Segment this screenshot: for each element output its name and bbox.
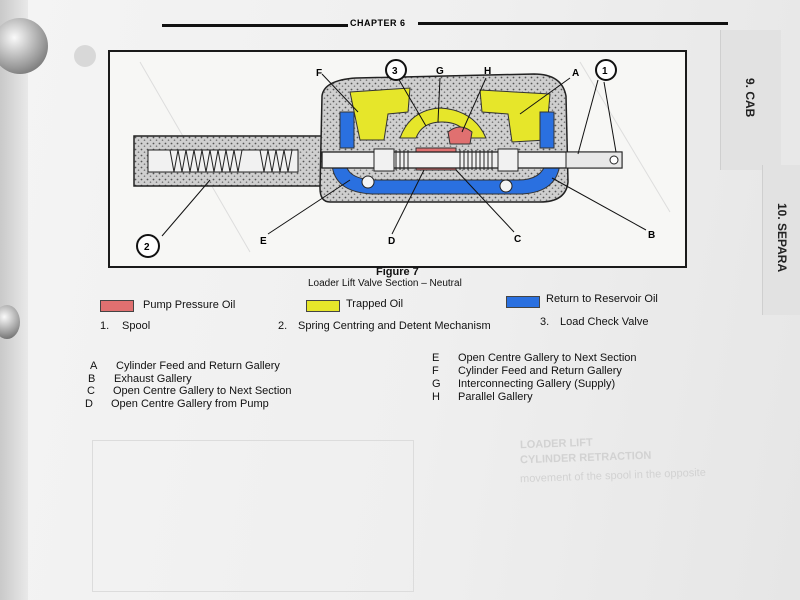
label-h: H xyxy=(484,66,491,77)
svg-text:3: 3 xyxy=(392,66,398,77)
index-tab-cab[interactable]: 9. CAB xyxy=(720,30,781,170)
label-d: D xyxy=(388,236,395,247)
callout-1: 1 xyxy=(595,59,617,81)
numbered-item-1: 1.Spool xyxy=(100,320,151,332)
binder-ring-bottom xyxy=(0,305,20,339)
label-c: C xyxy=(514,234,521,245)
binder-ring-top xyxy=(0,18,48,74)
tab-label: 10. SEPARA xyxy=(775,203,789,273)
pump-pressure-oil xyxy=(447,126,473,145)
tab-label: 9. CAB xyxy=(743,78,757,118)
legend-swatch-return xyxy=(506,296,540,308)
label-f: F xyxy=(316,68,322,79)
index-tab-separator[interactable]: 10. SEPARA xyxy=(762,165,800,315)
legend-swatch-pump-pressure xyxy=(100,300,134,312)
bleed-through-heading-2: CYLINDER RETRACTION xyxy=(519,449,652,467)
valve-body xyxy=(319,73,569,203)
figure-frame: 1 2 3 A B C D E F G H xyxy=(108,50,687,268)
trapped-oil-left xyxy=(349,87,411,141)
label-g: G xyxy=(436,66,444,77)
legend-label-trapped: Trapped Oil xyxy=(346,298,404,310)
legend-swatch-trapped xyxy=(306,300,340,312)
binder-hole xyxy=(74,45,96,67)
bleed-through-text: movement of the spool in the opposite xyxy=(519,466,707,486)
chapter-heading: CHAPTER 6 xyxy=(350,18,406,28)
label-e: E xyxy=(260,236,267,247)
return-oil-left xyxy=(339,111,355,149)
callout-2: 2 xyxy=(136,234,160,258)
trapped-oil-right xyxy=(479,89,551,143)
numbered-item-2: 2.Spring Centring and Detent Mechanism xyxy=(278,320,491,332)
valve-section-diagram: 1 2 3 A B C D E F G H xyxy=(133,59,671,258)
bleed-through-figure xyxy=(92,440,414,592)
figure-title: Figure 7 xyxy=(376,266,419,278)
spring-housing xyxy=(133,135,325,187)
figure-subtitle: Loader Lift Valve Section – Neutral xyxy=(308,278,462,289)
leader-lines xyxy=(161,73,647,237)
svg-text:1: 1 xyxy=(602,66,608,77)
return-oil-right xyxy=(539,111,555,149)
bleed-through-heading: LOADER LIFT xyxy=(519,436,593,452)
legend-label-pump-pressure: Pump Pressure Oil xyxy=(143,299,236,311)
svg-text:2: 2 xyxy=(144,242,150,253)
legend-label-return: Return to Reservoir Oil xyxy=(546,293,658,305)
label-b: B xyxy=(648,230,655,241)
callout-3: 3 xyxy=(385,59,407,81)
chapter-rule-right xyxy=(418,22,728,25)
page-binding-edge xyxy=(0,0,28,600)
spool xyxy=(321,148,623,172)
chapter-rule-left xyxy=(162,24,348,27)
numbered-item-3: 3.Load Check Valve xyxy=(540,316,649,328)
label-a: A xyxy=(572,68,579,79)
